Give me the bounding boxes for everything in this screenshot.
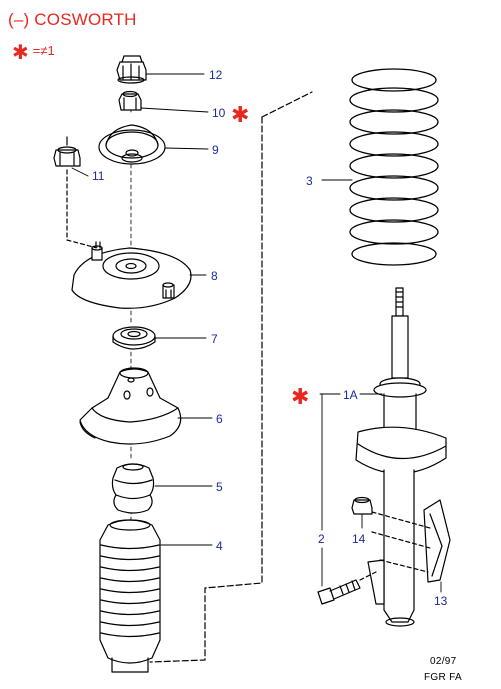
callout-11: 11 xyxy=(92,169,105,183)
part-13-bracket xyxy=(371,499,451,583)
callout-13: 13 xyxy=(434,594,448,608)
part-10-nut xyxy=(118,90,142,111)
callout-14: 14 xyxy=(352,532,366,546)
callout-9: 9 xyxy=(212,143,219,157)
part-12-cap xyxy=(116,55,147,84)
part-1a-strut xyxy=(355,287,447,627)
part-7-bearing xyxy=(112,326,156,350)
callout-12: 12 xyxy=(209,68,223,82)
reference-code: FGR FA xyxy=(424,672,462,683)
part-9-plate xyxy=(98,124,166,165)
callout-6: 6 xyxy=(216,412,223,426)
part-8-mount xyxy=(71,241,192,309)
part-2-bolt xyxy=(317,571,377,605)
callout-1a: 1A xyxy=(343,388,358,402)
callout-2: 2 xyxy=(318,532,325,546)
legend: ✱=≠1 xyxy=(12,36,55,64)
callout-5: 5 xyxy=(216,480,223,494)
part-4-boot xyxy=(99,519,161,673)
part-3-spring xyxy=(349,68,439,266)
part-11-nut xyxy=(53,136,98,249)
replacement-star-icon: ✱ xyxy=(231,102,250,127)
asterisk-icon: ✱ xyxy=(12,42,29,64)
callout-10: 10 xyxy=(212,106,226,120)
date-code: 02/97 xyxy=(430,656,457,667)
legend-text: =≠1 xyxy=(32,43,55,58)
leader-lines xyxy=(71,73,442,593)
part-14-nut xyxy=(351,496,373,515)
callout-3: 3 xyxy=(306,174,313,188)
part-6-seat xyxy=(79,367,182,445)
diagram-heading: (–) COSWORTH xyxy=(8,10,137,29)
callout-7: 7 xyxy=(211,332,218,346)
section-divider-top xyxy=(261,91,313,118)
callout-8: 8 xyxy=(211,269,218,283)
part-5-bumpstop xyxy=(111,463,155,514)
callout-4: 4 xyxy=(216,539,223,553)
replacement-star-icon-strut: ✱ xyxy=(291,384,310,409)
section-divider xyxy=(149,116,263,663)
